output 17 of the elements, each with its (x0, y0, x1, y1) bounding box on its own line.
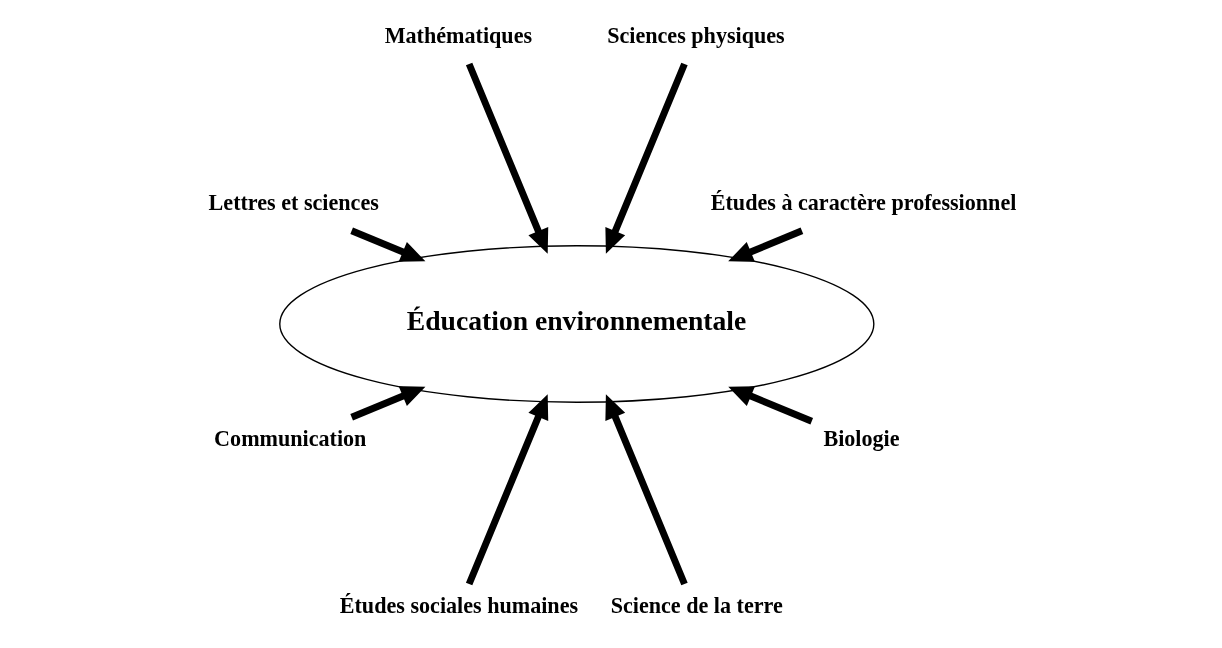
node-text: Biologie (823, 426, 900, 452)
node-text: Sciences physiques (607, 22, 785, 48)
node-text: Études à caractère professionnel (710, 189, 1017, 215)
node-ellipse: Éducation environnementale (279, 245, 875, 403)
arrow (605, 62, 688, 254)
arrow (465, 394, 549, 586)
node-text: Lettres et sciences (208, 189, 379, 215)
node-text: Mathématiques (384, 22, 533, 48)
arrow (728, 227, 804, 262)
arrow (350, 386, 426, 421)
arrow (465, 62, 549, 254)
arrow (728, 386, 814, 425)
node-text: Études sociales humaines (339, 593, 579, 619)
node-text: Science de la terre (610, 593, 783, 619)
arrow (350, 227, 426, 262)
node-text: Communication (214, 426, 367, 452)
arrow (605, 394, 688, 586)
